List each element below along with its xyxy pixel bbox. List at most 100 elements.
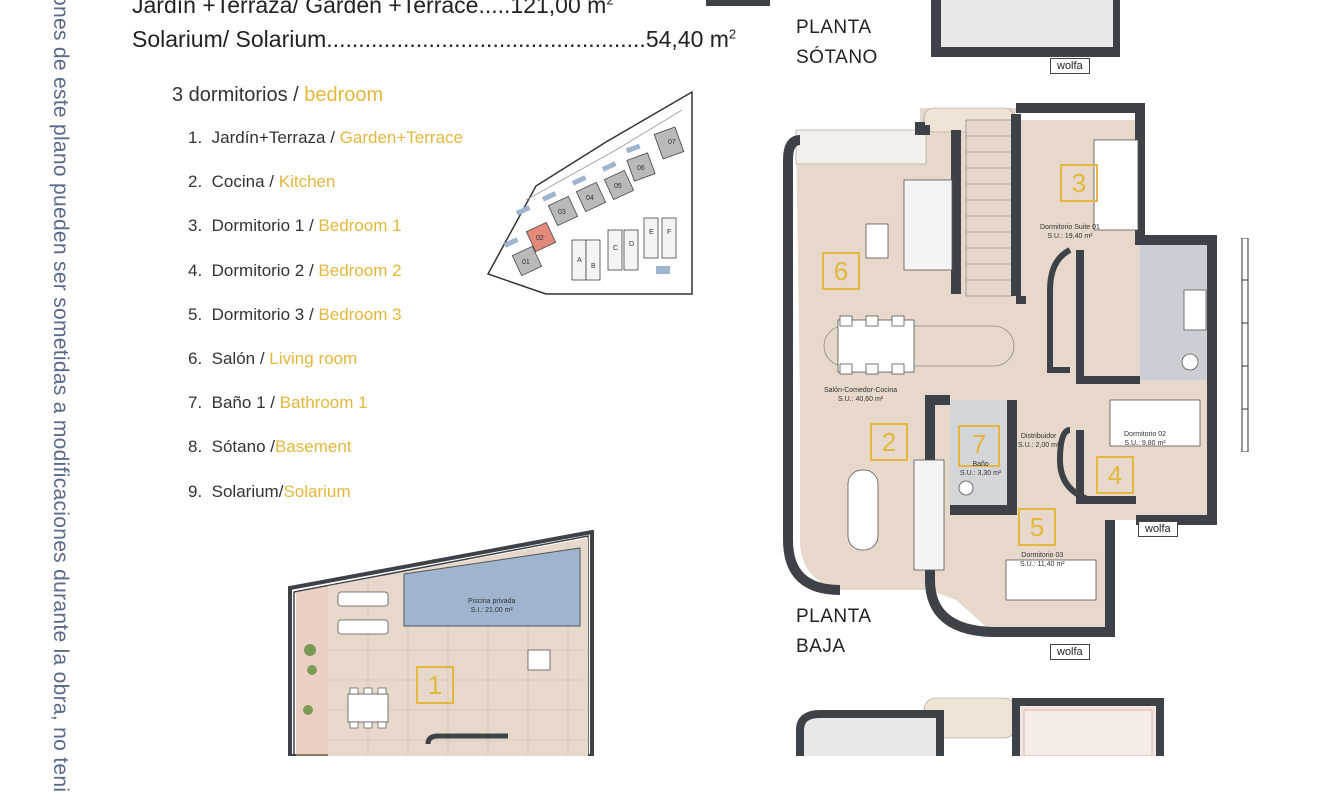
room-area: S.U.: 2,00 m² [1018,442,1060,449]
suite-room-label: Dormitorio Suite 01 S.U.: 19,40 m² [1040,223,1100,241]
garden-plan [288,530,594,756]
area-value: 54,40 m [645,26,729,52]
legend-en: Bathroom 1 [274,393,368,413]
legend-en: Garden+Terrace [334,128,463,147]
room-number-6: 6 [822,252,860,290]
room-number-5: 5 [1018,508,1056,546]
side-disclaimer: ones de este plano pueden ser sometidas … [49,0,88,792]
lot-label: 01 [522,259,530,266]
area-dots: ..... [478,0,511,18]
room-number-3: 3 [1060,164,1098,202]
solarium-plan [796,697,1164,756]
legend-item: 1. Jardín+Terraza / Garden+Terrace [188,128,463,172]
room-name: Baño [972,461,989,468]
brand-tag: wolfa [1138,521,1178,537]
legend-num: 7. [188,393,203,413]
legend-item: 5. Dormitorio 3 / Bedroom 3 [188,305,463,349]
legend-en: Solarium [283,481,351,501]
area-unit-sup: 2 [728,26,737,42]
legend-item: 2. Cocina / Kitchen [188,172,463,216]
room-number-7: 7 [958,425,1000,467]
legend-en: Bedroom 2 [313,260,402,280]
private-pool [403,547,581,627]
lot-label: 07 [668,139,676,146]
room-name: Dormitorio 02 [1124,431,1167,438]
legend-es: Jardín+Terraza / [211,128,335,147]
legend-num: 1. [188,128,203,147]
room-name: Dormitorio Suite 01 [1040,224,1100,231]
room-area: S.U.: 40,60 m² [838,396,884,403]
legend-item: 6. Salón / Living room [188,349,463,393]
legend-num: 3. [188,216,203,236]
room-area: S.U.: 19,40 m² [1047,233,1093,240]
room-number-1: 1 [416,666,454,704]
room-area: S.U.: 9,80 m² [1124,440,1166,447]
basement-plan-label: PLANTA SÓTANO [796,13,878,73]
living-room-label: Salón-Comedor-Cocina S.U.: 40,60 m² [824,386,897,404]
plan-label-line2: SÓTANO [796,47,878,68]
legend-es: Cocina / [211,172,275,192]
legend-num: 2. [188,172,203,192]
area-label: Solarium/ Solarium [132,26,327,52]
site-plan-thumbnail: 07 06 05 04 03 02 01 A B C D E F [486,90,693,295]
area-label: Jardín +Terraza/ Garden +Terrace [132,0,479,18]
legend-en: Bedroom 1 [313,216,402,236]
area-dots: ........................................… [326,26,646,52]
area-value: 121,00 m [510,0,607,18]
legend-num: 5. [188,304,203,324]
legend-es: Solarium/ [211,481,284,501]
legend-num: 6. [188,348,203,368]
legend-es: Dormitorio 3 / [211,304,314,324]
legend-item: 4. Dormitorio 2 / Bedroom 2 [188,261,463,305]
room-number-2: 2 [870,423,908,461]
room-number-4: 4 [1096,456,1134,494]
lot-label: F [667,229,671,236]
legend-num: 4. [188,260,203,280]
area-garden-terrace: Jardín +Terraza/ Garden +Terrace.....121… [132,0,614,19]
room-name: Salón-Comedor-Cocina [824,387,898,394]
legend-item: 9. Solarium/Solarium [188,482,463,526]
bedroom-02-label: Dormitorio 02 S.U.: 9,80 m² [1124,430,1166,448]
legend-en: Living room [264,348,358,368]
lot-label: B [591,263,596,270]
legend-item: 3. Dormitorio 1 / Bedroom 1 [188,216,463,260]
room-name: Piscina privada [468,598,516,605]
lot-label: 02 [536,235,544,242]
legend-en: Kitchen [274,172,336,192]
bedroom-count-en: bedroom [298,84,384,106]
bedroom-count-es: 3 dormitorios / [172,84,299,106]
side-disclaimer-text: ones de este plano pueden ser sometidas … [49,0,72,792]
lot-label: 05 [614,183,622,190]
area-unit-sup: 2 [606,0,613,7]
lot-label: D [629,241,634,248]
legend-es: Baño 1 / [211,393,275,413]
bedroom-03-label: Dormitorio 03 S.U.: 11,40 m² [1020,551,1065,569]
room-name: Distribuidor [1020,433,1057,440]
room-legend: 1. Jardín+Terraza / Garden+Terrace 2. Co… [188,128,463,526]
legend-es: Dormitorio 2 / [211,260,314,280]
ground-floor-plan [783,103,1217,637]
highlighted-lot [525,221,557,253]
brand-tag: wolfa [1050,58,1090,74]
ground-plan-label: PLANTA BAJA [796,602,872,662]
distributor-label: Distribuidor S.U.: 2,00 m² [1018,432,1059,450]
legend-en: Bedroom 3 [313,304,402,324]
legend-item: 7. Baño 1 / Bathroom 1 [188,393,463,437]
pool-label: Piscina privada S.I.: 21,00 m² [468,597,515,615]
basement-plan [706,0,1120,57]
legend-num: 9. [188,481,203,501]
room-area: S.U.: 11,40 m² [1020,561,1065,568]
legend-es: Salón / [211,348,265,368]
legend-item: 8. Sótano /Basement [188,437,463,481]
legend-en: Basement [274,437,352,457]
legend-es: Dormitorio 1 / [211,216,314,236]
scale-bar [1241,238,1249,452]
brand-tag: wolfa [1050,644,1090,660]
lot-label: 06 [637,165,645,172]
room-area: S.I.: 21,00 m² [470,607,513,614]
area-solarium: Solarium/ Solarium......................… [132,26,736,53]
plan-label-line2: BAJA [796,636,846,657]
lot-label: A [577,257,582,264]
bathroom-label: Baño S.U.: 3,30 m² [960,460,1001,478]
legend-es: Sótano / [211,437,275,457]
